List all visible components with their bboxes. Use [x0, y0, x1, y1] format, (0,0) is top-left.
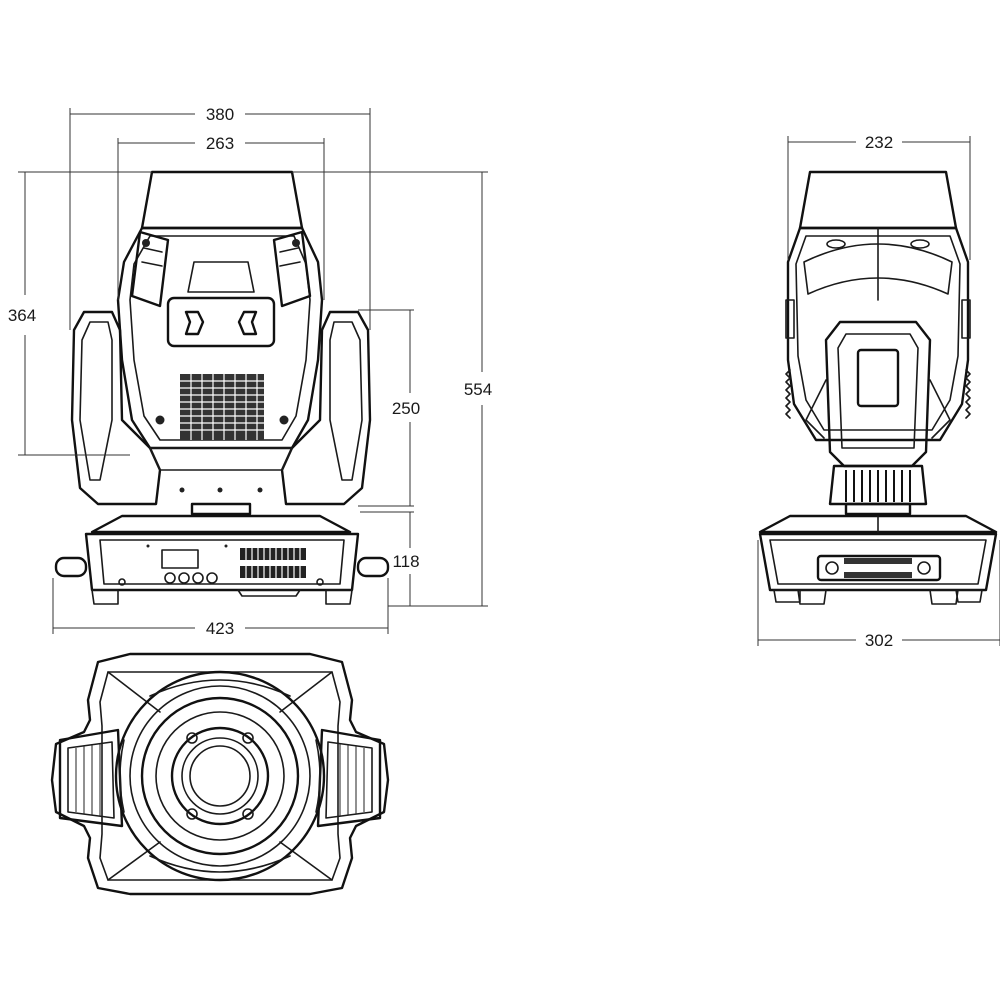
dim-label-302: 302 — [865, 631, 893, 650]
dim-label-232: 232 — [865, 133, 893, 152]
dim-label-118: 118 — [392, 552, 419, 571]
dim-label-423: 423 — [206, 619, 234, 638]
dim-label-263: 263 — [206, 134, 234, 153]
top-view — [50, 652, 390, 896]
side-view — [758, 170, 998, 605]
front-view — [54, 170, 390, 605]
side-dimensions: 232 302 — [757, 133, 1000, 650]
dim-label-250: 250 — [392, 399, 420, 418]
dim-label-364: 364 — [8, 306, 36, 325]
front-dimensions: 380 263 364 554 250 118 423 — [8, 105, 492, 638]
dim-label-554: 554 — [464, 380, 492, 399]
dim-label-380: 380 — [206, 105, 234, 124]
